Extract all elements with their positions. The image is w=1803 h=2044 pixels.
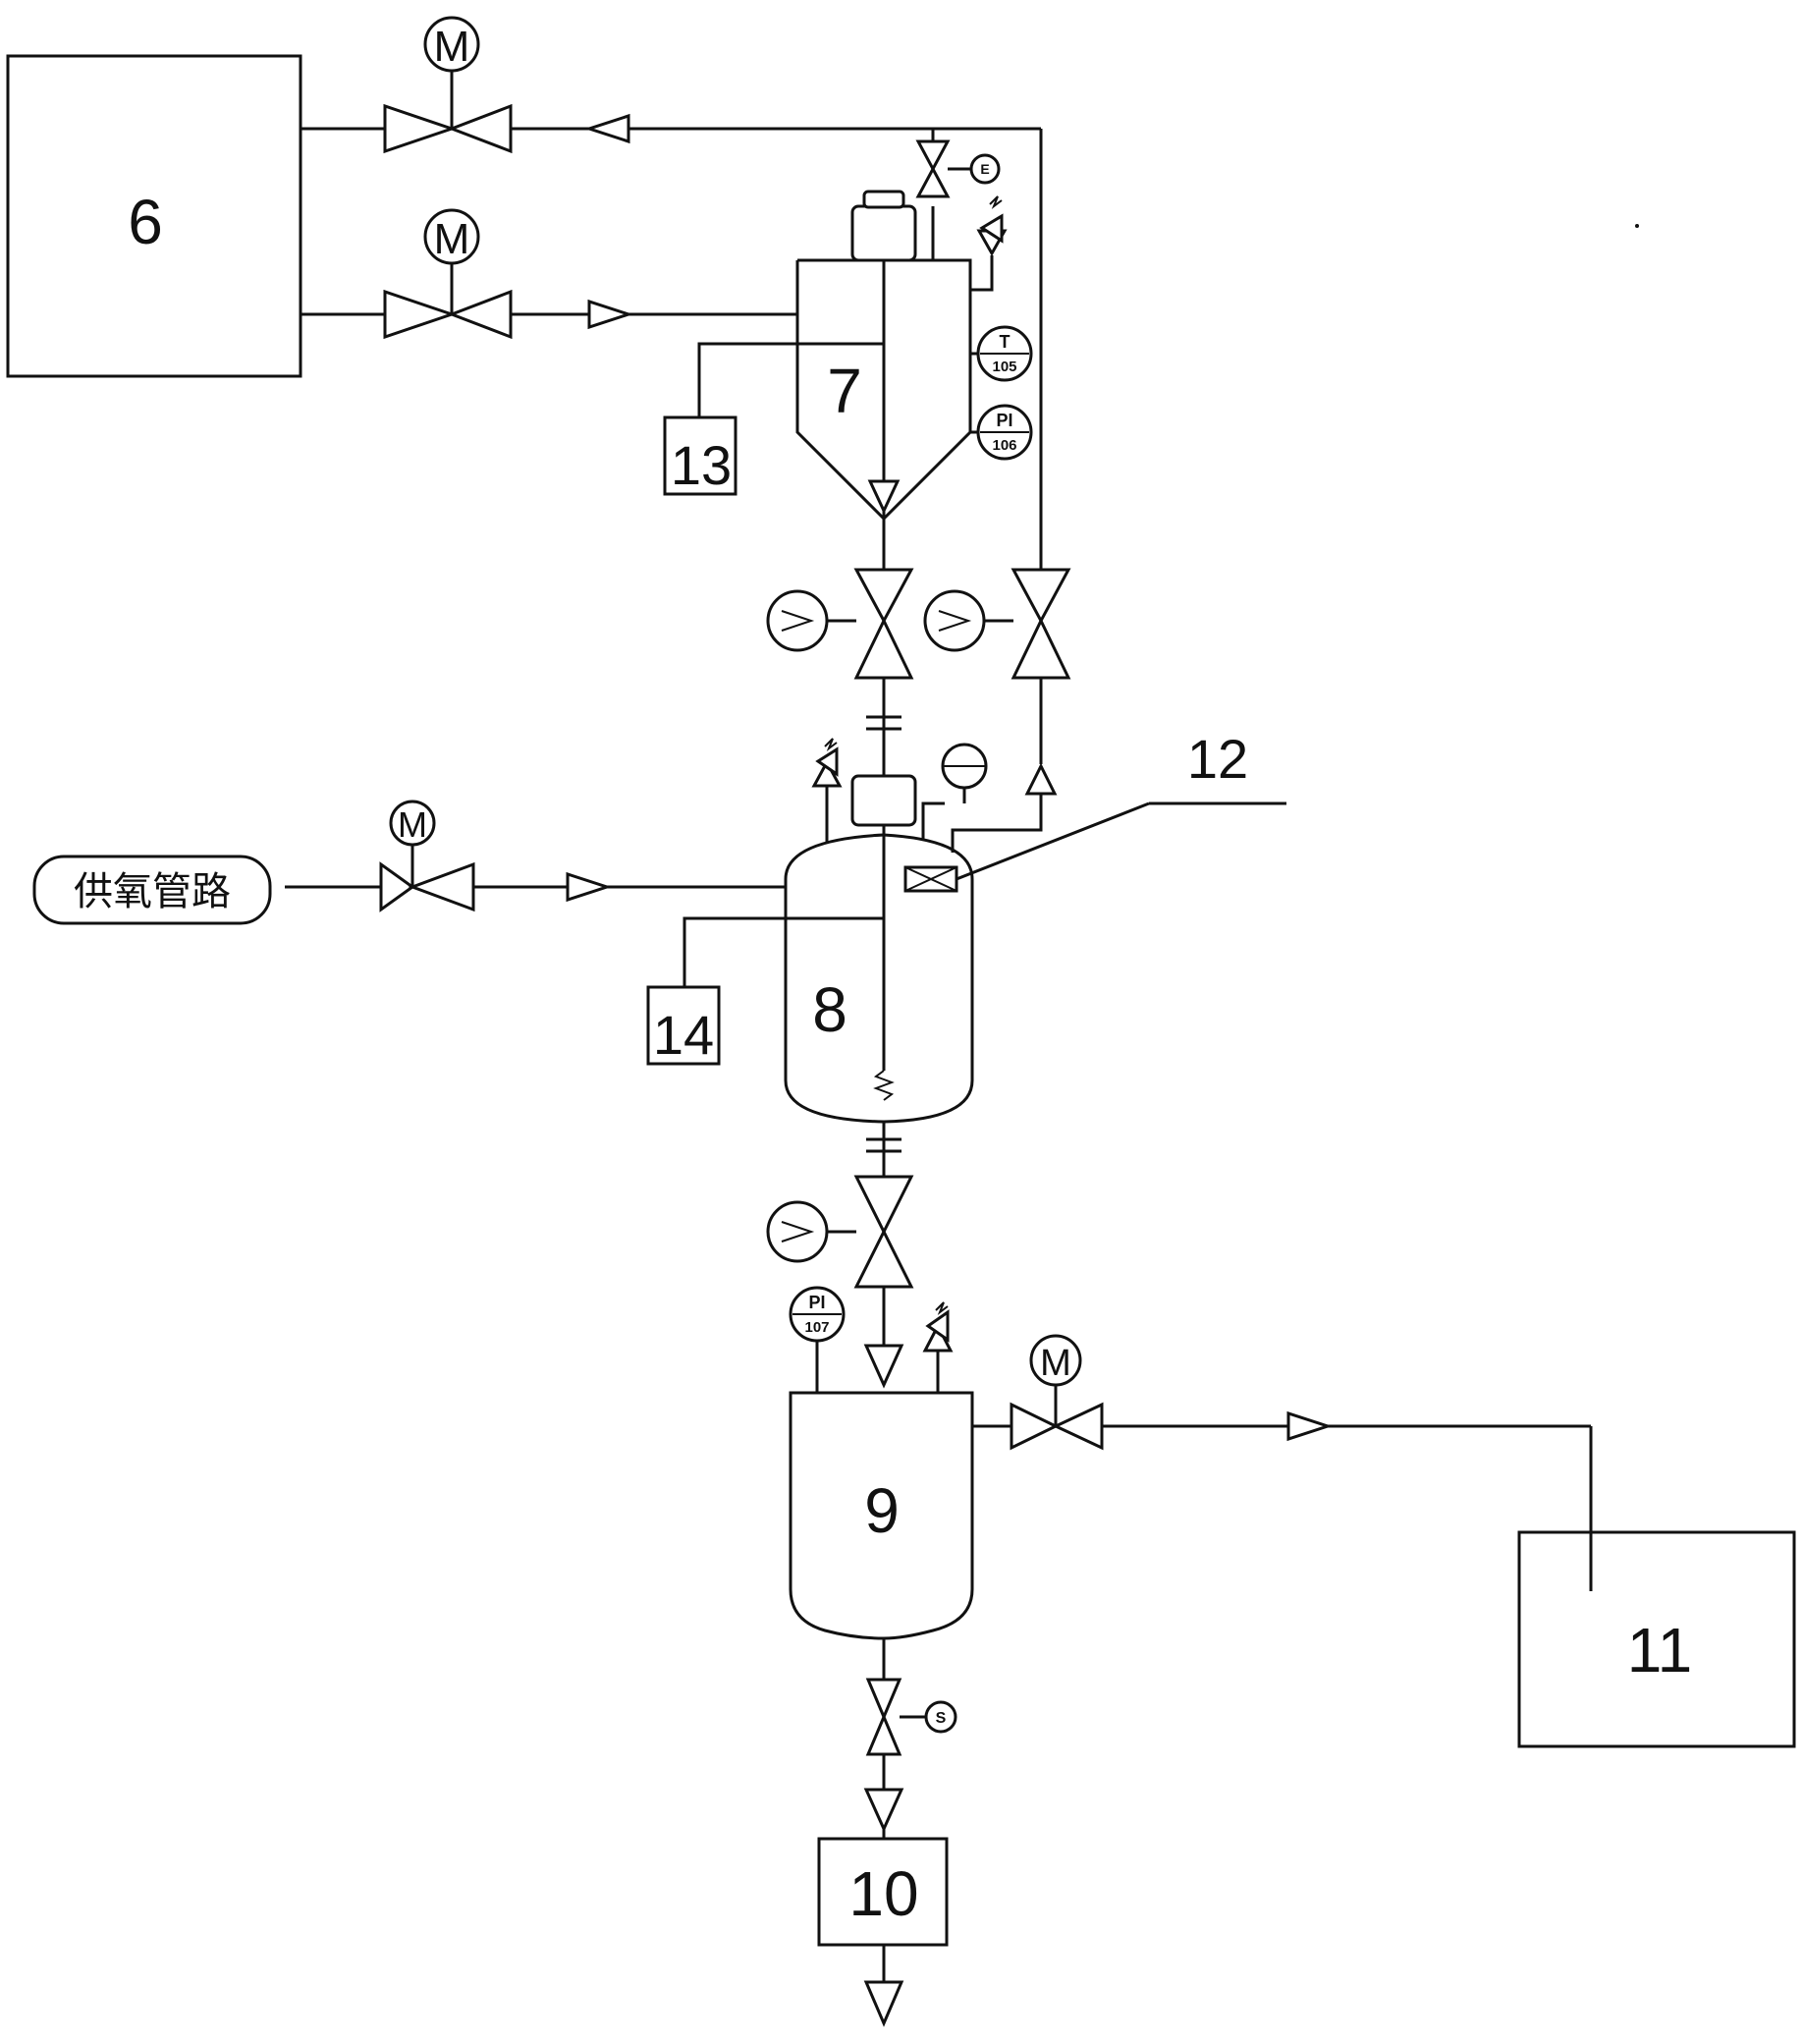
agitator-motor-icon	[850, 774, 917, 827]
flow-arrow-right	[566, 871, 612, 903]
impeller-icon	[867, 479, 901, 515]
press-no: 107	[804, 1319, 829, 1336]
motor-actuator-icon	[423, 208, 480, 265]
component-12-label: 12	[1187, 728, 1248, 790]
motor-valve-second: M	[383, 208, 513, 340]
equipment-6: 6	[6, 54, 302, 378]
stray-dot	[1635, 224, 1639, 228]
vent-valve-top: E	[915, 129, 1001, 260]
equipment-11: 11	[1517, 1530, 1796, 1748]
motor-label: M	[1040, 1343, 1071, 1384]
motor-label: M	[434, 23, 470, 71]
agitator-motor-icon	[850, 204, 917, 262]
flow-arrow-up	[1024, 762, 1058, 796]
equipment-10: 10	[817, 1837, 949, 2027]
motor-label: M	[398, 804, 427, 845]
pressure-gauge-106: PI 106	[970, 404, 1033, 461]
press-tag: PI	[996, 411, 1012, 430]
flow-arrow-down	[863, 1344, 904, 1389]
flow-arrow-down	[863, 1980, 904, 2027]
impeller-icon	[873, 1070, 895, 1101]
motor-actuator-icon	[389, 800, 436, 847]
solenoid-icon	[969, 153, 1001, 185]
feed-line-6-to-7	[300, 299, 797, 330]
actuator-icon	[923, 589, 986, 652]
actuator-icon	[766, 589, 829, 652]
press-no: 106	[992, 437, 1016, 454]
return-line-to-6	[300, 113, 1043, 570]
safety-valve-9	[922, 1301, 954, 1393]
vessel-9-label: 9	[864, 1475, 900, 1546]
line-9-to-11: M	[972, 1334, 1593, 1591]
motor-actuator-icon	[1029, 1334, 1082, 1387]
solenoid-label: E	[980, 161, 989, 177]
valve-7-to-8	[766, 530, 914, 845]
oxygen-supply-line: 供氧管路 M	[32, 800, 786, 925]
oxygen-supply-terminal	[32, 855, 272, 925]
flow-arrow-left	[584, 113, 630, 144]
motor-valve-top: M	[383, 16, 513, 154]
drain-valve-9-to-10: S	[863, 1638, 957, 1839]
safety-valve-7	[970, 195, 1008, 292]
vessel-7: 7	[795, 190, 972, 530]
actuator-icon	[766, 1200, 829, 1263]
vessel-7-label: 7	[827, 356, 862, 426]
instrument-top-8	[921, 743, 988, 840]
vessel-8: 8 12	[784, 728, 1286, 1124]
temp-no: 105	[992, 359, 1016, 375]
equipment-10-label: 10	[848, 1858, 918, 1929]
valve-return-loop	[923, 568, 1071, 853]
equipment-11-label: 11	[1627, 1615, 1692, 1685]
valve-8-to-9	[766, 1122, 914, 1389]
flow-arrow-right	[1286, 1410, 1333, 1442]
press-tag: PI	[808, 1293, 825, 1312]
flow-arrow-right	[587, 299, 633, 330]
pressure-gauge-107: PI 107	[789, 1286, 846, 1393]
vessel-8-label: 8	[812, 974, 847, 1045]
vessel-9: 9	[789, 1391, 974, 1640]
temperature-gauge-105: T 105	[970, 325, 1033, 382]
motor-label: M	[434, 215, 470, 263]
equipment-14-label: 14	[653, 1004, 714, 1066]
equipment-13: 13	[663, 342, 884, 496]
solenoid-label: S	[936, 1710, 947, 1727]
equipment-13-label: 13	[671, 434, 732, 496]
equipment-14: 14	[646, 916, 884, 1066]
safety-valve-8	[811, 738, 843, 843]
solenoid-icon	[924, 1700, 957, 1734]
motor-actuator-icon	[423, 16, 480, 73]
flow-arrow-down	[863, 1788, 904, 1833]
oxygen-supply-label: 供氧管路	[74, 870, 231, 913]
equipment-6-label: 6	[128, 187, 163, 257]
temp-tag: T	[1000, 332, 1011, 352]
